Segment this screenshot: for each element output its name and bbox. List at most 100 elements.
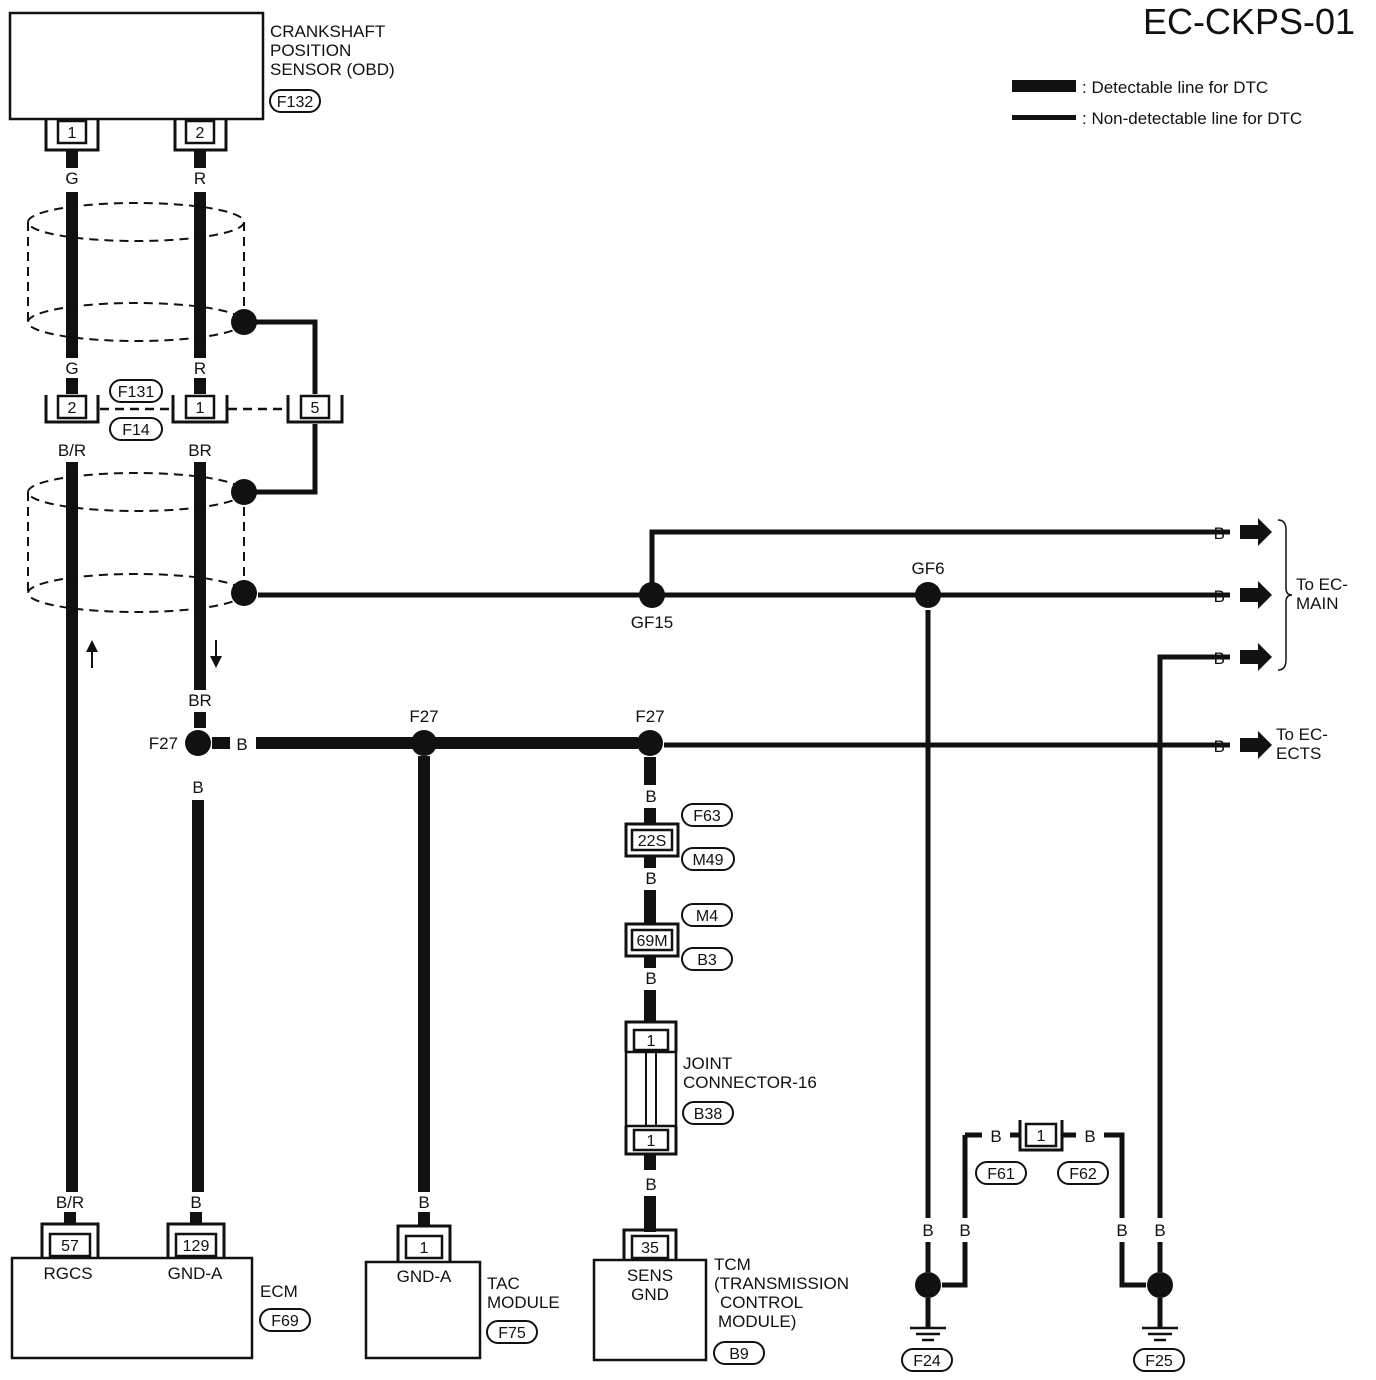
arrow-to-ects-icon — [1240, 731, 1272, 759]
joint-body — [624, 1050, 678, 1128]
wire-label-tac-b: B — [418, 1193, 429, 1212]
arrow-to-main-3-icon — [1240, 643, 1272, 671]
ecm-box — [10, 1256, 254, 1360]
joint-pin-top-label: 1 — [647, 1033, 656, 1050]
inline-69m — [630, 928, 674, 952]
junction-f27-middle — [411, 730, 437, 756]
sensor-name-line2: POSITION — [270, 41, 351, 60]
sensor-connector-label: F132 — [277, 94, 314, 111]
wire-label-tcm-b4: B — [645, 1175, 656, 1194]
main-wire-b-2: B — [1214, 587, 1225, 606]
conn-f14-pill — [109, 417, 163, 441]
diagram-title: EC-CKPS-01 — [1143, 1, 1355, 42]
conn-f61-label: F61 — [987, 1166, 1015, 1183]
joint-name-line1: JOINT — [683, 1054, 732, 1073]
sensor-connector-pill — [269, 89, 321, 113]
legend-non-detectable: : Non-detectable line for DTC — [1082, 109, 1302, 128]
tac-name-line2: MODULE — [487, 1293, 560, 1312]
wire-label-ecm-b-top: B — [192, 778, 203, 797]
to-ects-line1: To EC- — [1276, 725, 1328, 744]
wire-label-g-bottom: G — [65, 359, 78, 378]
tcm-pin-bracket — [622, 1228, 678, 1260]
legend-detectable: : Detectable line for DTC — [1082, 78, 1268, 97]
signal-arrow-down-icon — [210, 656, 222, 668]
inline-pin5-label: 5 — [311, 400, 320, 417]
shield-top-lower — [27, 302, 245, 342]
wire-f62 — [1104, 1132, 1125, 1218]
junction-f27-middle-label: F27 — [409, 707, 438, 726]
wire-label-br-top: BR — [188, 441, 212, 460]
tcm-name-line3: CONTROL — [720, 1293, 803, 1312]
conn-b38-pill — [682, 1101, 734, 1125]
tcm-box — [592, 1258, 708, 1362]
conn-f14-label: F14 — [122, 422, 150, 439]
conn-b38-label: B38 — [694, 1106, 723, 1123]
sensor-pin1 — [56, 119, 88, 145]
wire-f25-left — [1119, 1242, 1146, 1288]
conn-f62-pill — [1057, 1161, 1109, 1185]
ecm-connector-pill — [259, 1308, 311, 1332]
to-main-line1: To EC- — [1296, 575, 1348, 594]
ecm-pin129-bracket — [166, 1222, 226, 1258]
inline-pin5-bracket — [286, 395, 344, 424]
ground-inline-pin — [1024, 1122, 1058, 1148]
wire-label-r-top: R — [194, 169, 206, 188]
tac-pin-bracket — [396, 1224, 452, 1262]
wire-label-f25-b-left: B — [1116, 1221, 1127, 1240]
shield-bottom-drain-node-upper — [231, 479, 257, 505]
wire-f25-to-main — [1157, 654, 1230, 1218]
conn-f61-pill — [975, 1161, 1027, 1185]
tcm-pin-label: 35 — [641, 1240, 659, 1257]
inline-22s-label: 22S — [638, 833, 666, 850]
inline-22s — [630, 828, 674, 852]
legend-thin-line — [1012, 115, 1076, 120]
arrow-to-main-1-icon — [1240, 518, 1272, 546]
ects-wire-b: B — [1214, 737, 1225, 756]
conn-m49-label: M49 — [692, 852, 723, 869]
wire-label-tcm-b2: B — [645, 869, 656, 888]
wire-label-br-bottom: BR — [188, 691, 212, 710]
sensor-name-line3: SENSOR (OBD) — [270, 60, 395, 79]
wire-label-f25-b-right: B — [1154, 1221, 1165, 1240]
tac-pin — [404, 1234, 444, 1260]
tcm-terminal-line2: GND — [631, 1285, 669, 1304]
tcm-connector-label: B9 — [729, 1346, 749, 1363]
sensor-pin2-label: 2 — [196, 125, 205, 142]
ecm-pin129 — [174, 1232, 218, 1258]
ecm-name: ECM — [260, 1282, 298, 1301]
conn-m4-label: M4 — [696, 908, 718, 925]
shield-top-drain-node — [231, 309, 257, 335]
ecm-connector-label: F69 — [271, 1313, 299, 1330]
junction-gf6-label: GF6 — [911, 559, 944, 578]
wire-label-f24-b-right: B — [959, 1221, 970, 1240]
legend-thick-line — [1012, 80, 1076, 92]
ground-inline-pin-label: 1 — [1037, 1128, 1046, 1145]
ecm-pin57-bracket — [40, 1222, 100, 1258]
wire-label-f61-b: B — [990, 1127, 1001, 1146]
conn-m4-pill — [681, 903, 733, 927]
tcm-connector-pill — [713, 1341, 765, 1365]
junction-f27-left-label: F27 — [149, 734, 178, 753]
ecm-pin57 — [48, 1232, 92, 1258]
inline-pin5 — [299, 394, 331, 420]
ground-f25-pill — [1133, 1348, 1185, 1372]
crankshaft-sensor-box — [8, 11, 265, 121]
conn-f62-label: F62 — [1069, 1166, 1097, 1183]
shield-bottom-upper — [27, 472, 245, 512]
ground-f25-label: F25 — [1145, 1353, 1173, 1370]
conn-b3-pill — [681, 947, 733, 971]
to-main-line2: MAIN — [1296, 594, 1339, 613]
gf15-branch-to-main — [649, 529, 1230, 595]
conn-f131-pill — [109, 379, 163, 403]
wire-label-g-top: G — [65, 169, 78, 188]
junction-gf15 — [639, 582, 665, 608]
conn-b3-label: B3 — [697, 952, 717, 969]
shield-top-upper — [27, 202, 245, 242]
sensor-pin1-label: 1 — [68, 125, 77, 142]
ground-node-f24 — [915, 1272, 941, 1298]
ecm-terminal-gnda: GND-A — [168, 1264, 223, 1283]
inline-pin2-bracket — [44, 395, 100, 424]
wire-label-r-bottom: R — [194, 359, 206, 378]
joint-pin-top — [632, 1028, 670, 1052]
